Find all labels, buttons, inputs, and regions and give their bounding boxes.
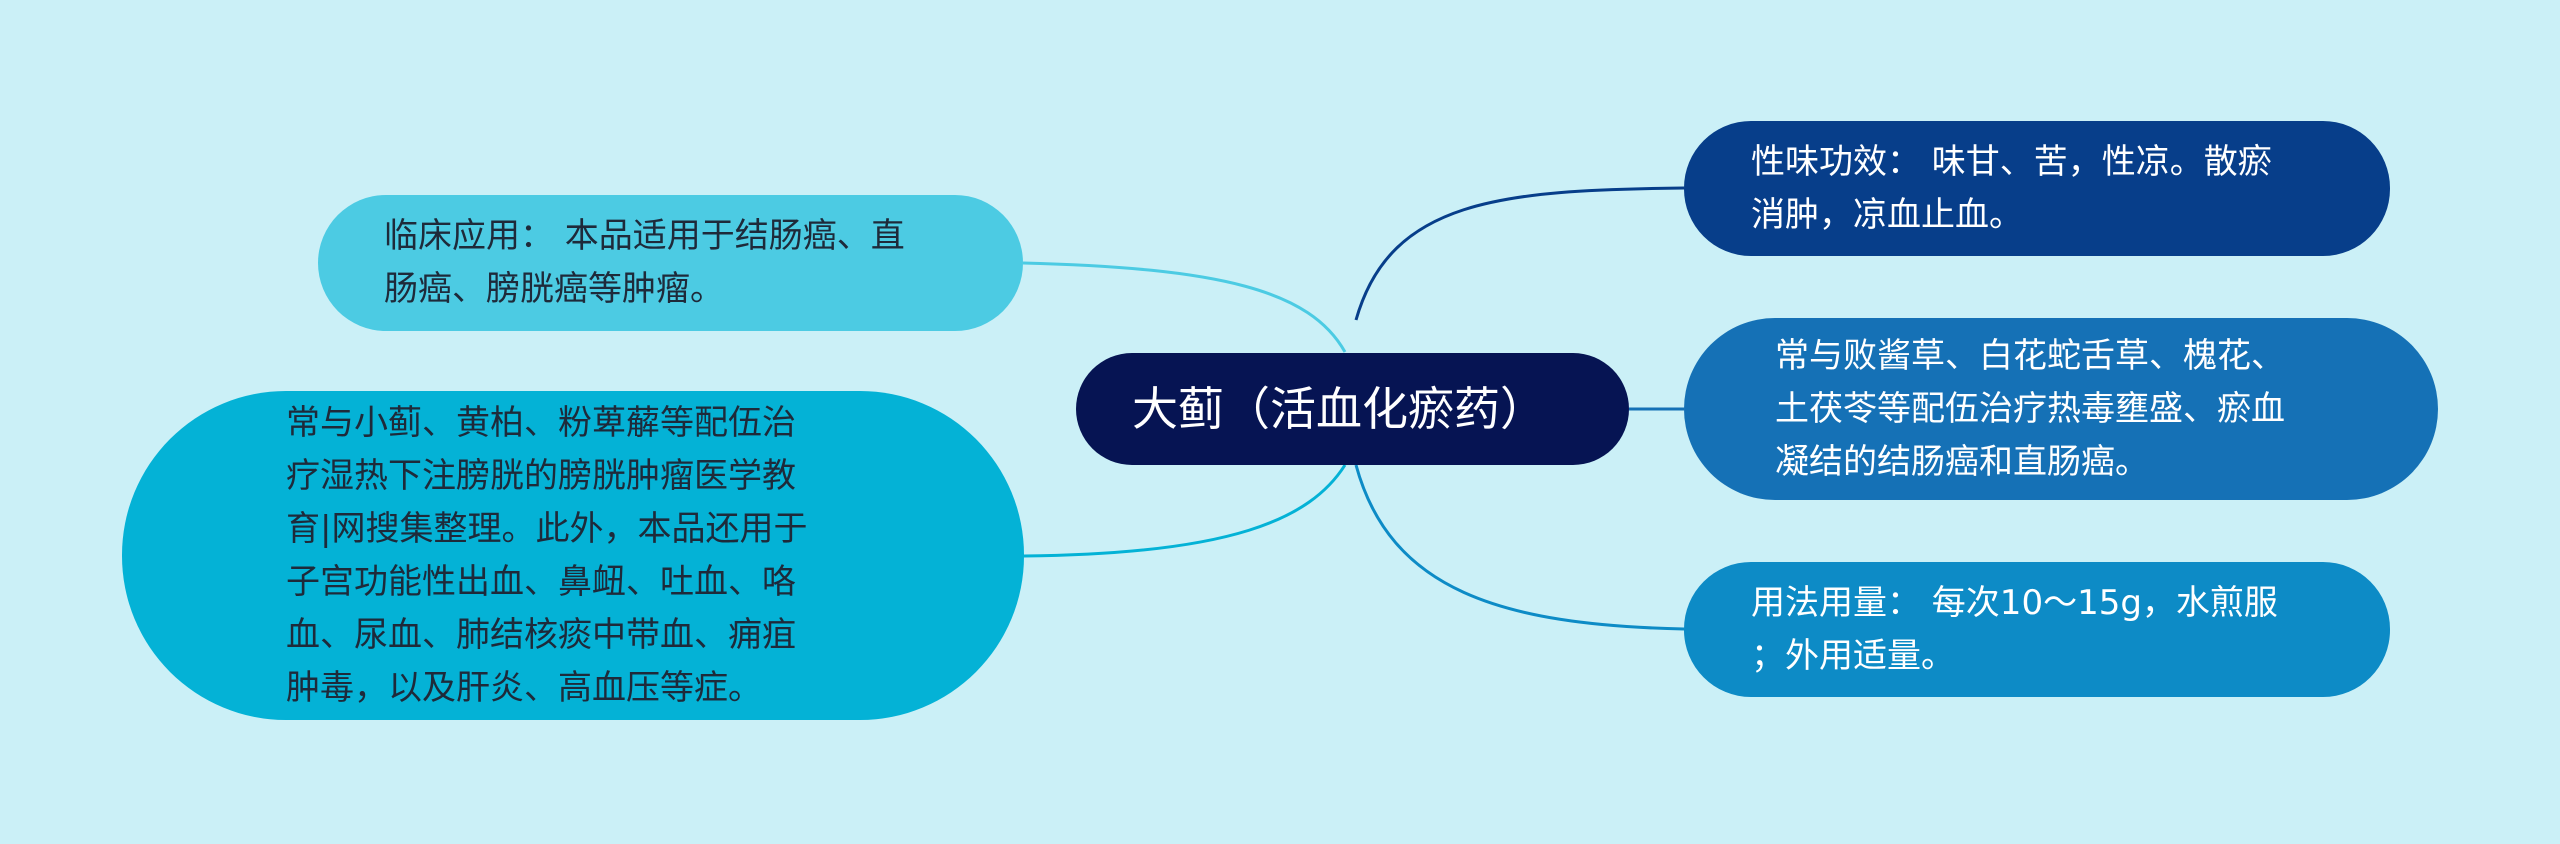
topic-label: 临床应用： 本品适用于结肠癌、直 肠癌、膀胱癌等肿瘤。 [384,216,905,309]
connector-left-1 [1022,261,1347,353]
connector-right-3 [1354,464,1685,631]
topic-clinical-application[interactable]: 临床应用： 本品适用于结肠癌、直 肠癌、膀胱癌等肿瘤。 [318,195,1023,331]
central-topic[interactable]: 大蓟（活血化瘀药） [1076,353,1629,465]
topic-colorectal-combination[interactable]: 常与败酱草、白花蛇舌草、槐花、 土茯苓等配伍治疗热毒壅盛、瘀血 凝结的结肠癌和直… [1684,318,2438,500]
topic-label: 常与败酱草、白花蛇舌草、槐花、 土茯苓等配伍治疗热毒壅盛、瘀血 凝结的结肠癌和直… [1775,335,2285,482]
topic-dosage[interactable]: 用法用量： 每次10～15g，水煎服 ；外用适量。 [1684,562,2390,697]
topic-label: 性味功效： 味甘、苦，性凉。散瘀 消肿，凉血止血。 [1751,141,2272,235]
topic-label: 用法用量： 每次10～15g，水煎服 ；外用适量。 [1751,582,2278,676]
connector-right-1 [1354,186,1685,321]
topic-combination-therapy[interactable]: 常与小蓟、黄柏、粉萆薢等配伍治 疗湿热下注膀胱的膀胱肿瘤医学教 育|网搜集整理。… [122,391,1024,720]
topic-label: 常与小蓟、黄柏、粉萆薢等配伍治 疗湿热下注膀胱的膀胱肿瘤医学教 育|网搜集整理。… [286,402,808,708]
central-topic-label: 大蓟（活血化瘀药） [1132,382,1546,436]
topic-properties-effects[interactable]: 性味功效： 味甘、苦，性凉。散瘀 消肿，凉血止血。 [1684,121,2390,256]
connector-left-2 [1023,464,1347,558]
